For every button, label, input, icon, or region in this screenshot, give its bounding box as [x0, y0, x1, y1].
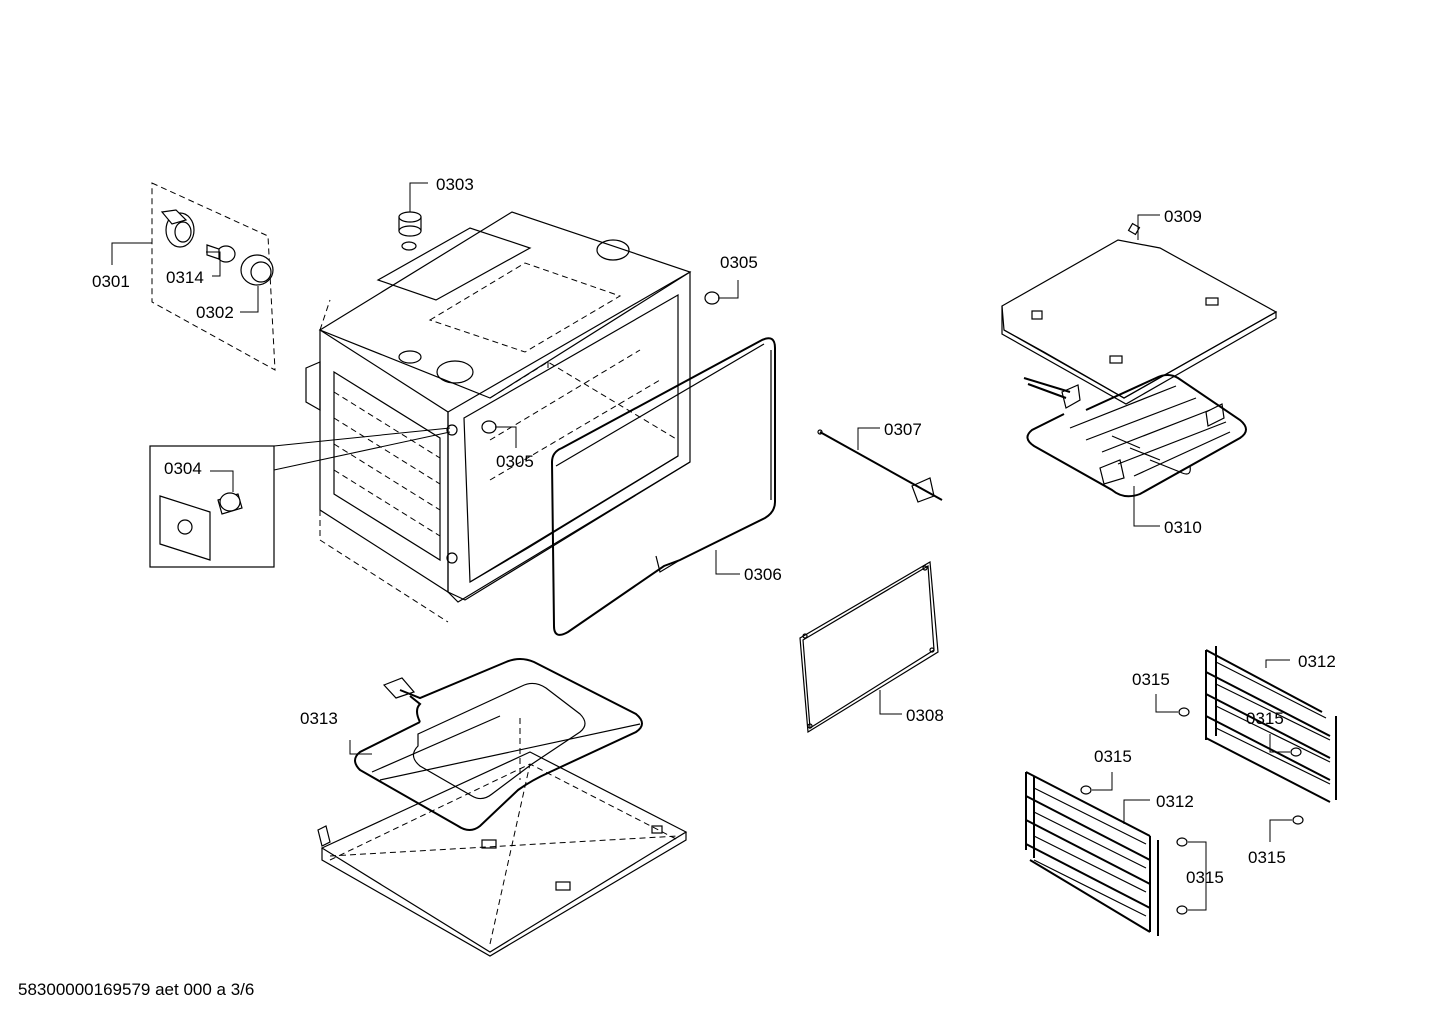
part-label-0302: 0302 — [196, 303, 234, 322]
part-label-0301: 0301 — [92, 272, 130, 291]
part-label-0312-right: 0312 — [1298, 652, 1336, 671]
part-label-0315-b: 0315 — [1246, 709, 1284, 728]
part-label-0308: 0308 — [906, 706, 944, 725]
part-label-0305-front: 0305 — [496, 452, 534, 471]
right-shelf-rail-drawing — [1205, 646, 1337, 803]
lamp-assembly-drawing — [111, 182, 276, 371]
part-label-0310: 0310 — [1164, 518, 1202, 537]
part-label-0309: 0309 — [1164, 207, 1202, 226]
screw-0305-drawings — [481, 280, 739, 448]
oven-cavity-drawing — [305, 211, 692, 623]
fan-motor-detail-drawing — [149, 427, 451, 568]
left-shelf-rail-drawing — [1025, 771, 1159, 936]
lower-heating-element-drawing — [349, 658, 643, 831]
part-label-0306: 0306 — [744, 565, 782, 584]
part-label-0315-e: 0315 — [1186, 868, 1224, 887]
upper-heating-element-drawing — [1023, 374, 1247, 527]
part-label-0307: 0307 — [884, 420, 922, 439]
screw-0315-drawings — [1080, 694, 1304, 915]
glass-panel-drawing — [799, 561, 939, 734]
top-cover-drawing — [1001, 214, 1278, 405]
part-label-0312-left: 0312 — [1156, 792, 1194, 811]
top-vent-part-drawing — [398, 182, 428, 237]
part-label-0315-c: 0315 — [1094, 747, 1132, 766]
part-label-0303: 0303 — [436, 175, 474, 194]
part-label-0304: 0304 — [164, 459, 202, 478]
part-label-0313: 0313 — [300, 709, 338, 728]
lower-tray-drawing — [317, 718, 688, 957]
door-gasket-drawing — [550, 337, 776, 636]
part-label-0305-top: 0305 — [720, 253, 758, 272]
part-label-0315-d: 0315 — [1248, 848, 1286, 867]
part-label-0314: 0314 — [166, 268, 204, 287]
part-label-0315-a: 0315 — [1132, 670, 1170, 689]
temperature-sensor-drawing — [817, 427, 943, 503]
document-id: 58300000169579 aet 000 a 3/6 — [18, 980, 255, 999]
